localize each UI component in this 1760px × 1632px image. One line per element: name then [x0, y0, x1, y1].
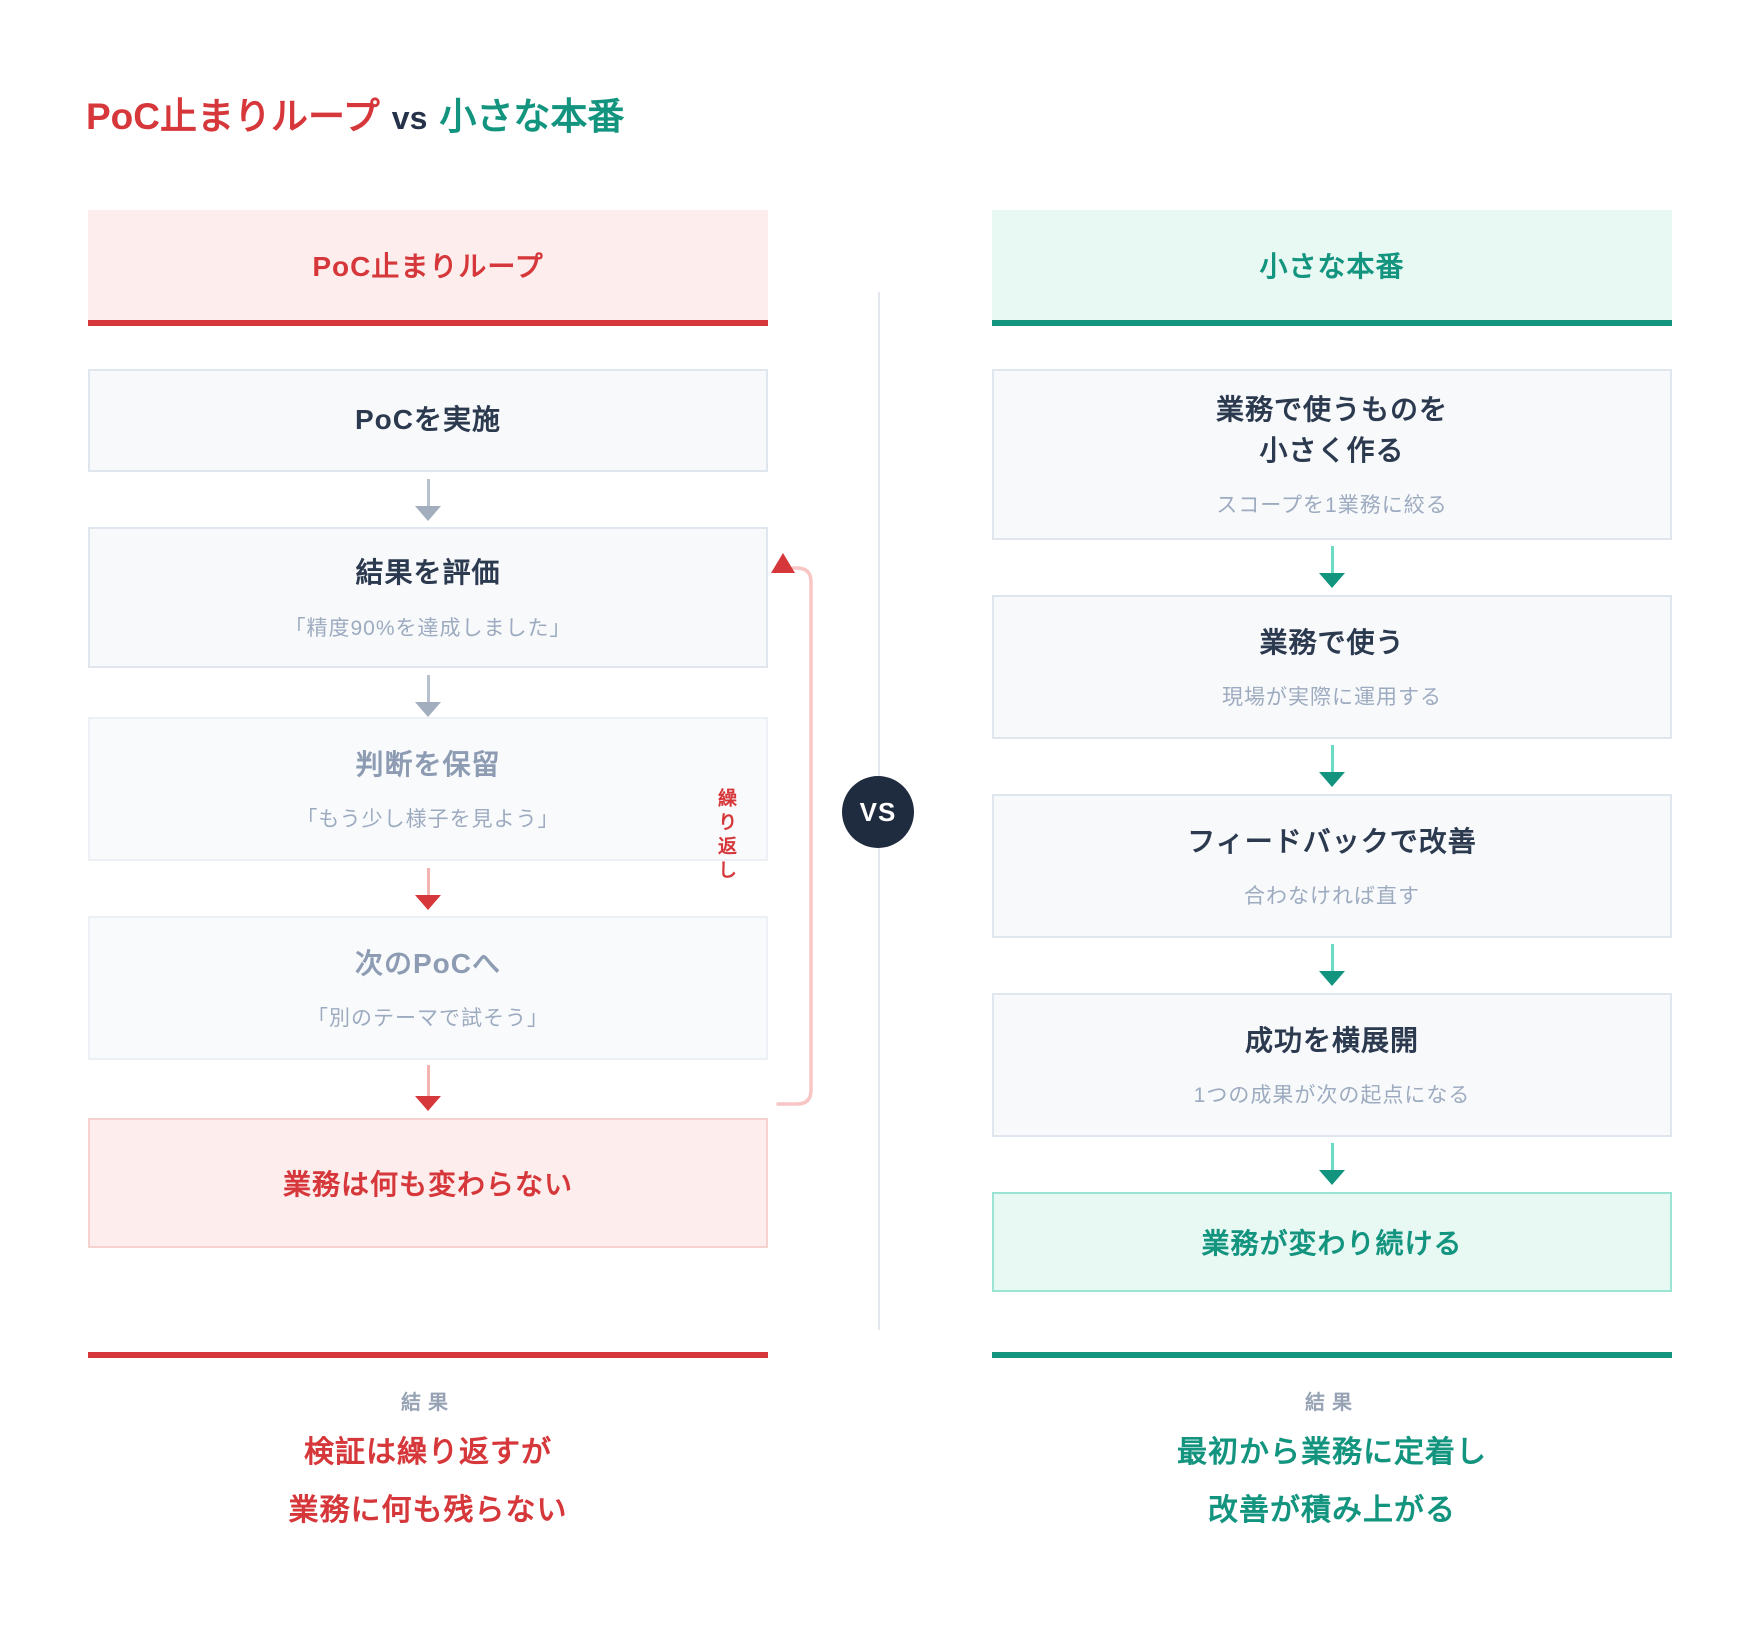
right-step-1-title-line1: 業務で使うものを [1215, 393, 1448, 425]
right-step-3-sub: 合わなければ直す [1244, 885, 1420, 909]
arrow-head [415, 702, 441, 717]
arrow-stem [426, 868, 430, 895]
left-step-3-sub: 「もう少し様子を見よう」 [296, 808, 560, 832]
down-arrow-icon [1317, 944, 1347, 986]
arrow-head [1319, 573, 1345, 588]
right-step-1: 業務で使うものを 小さく作る スコープを1業務に絞る [992, 369, 1672, 540]
arrow-head [415, 895, 441, 910]
right-column-header: 小さな本番 [992, 210, 1672, 326]
left-result-label: 結果 [401, 1392, 455, 1414]
arrow-stem [1330, 546, 1334, 573]
left-result-line-1: 検証は繰り返すが [304, 1436, 552, 1469]
left-step-3-title: 判断を保留 [355, 748, 501, 780]
left-step-2: 結果を評価 「精度90%を達成しました」 [88, 527, 768, 668]
loop-label: 繰り返し [715, 788, 736, 884]
down-arrow-icon [413, 479, 443, 521]
down-arrow-icon [413, 868, 443, 910]
right-step-1-title: 業務で使うものを 小さく作る [1216, 390, 1448, 471]
right-step-4-title: 成功を横展開 [1244, 1024, 1419, 1056]
right-step-1-sub: スコープを1業務に絞る [1216, 494, 1448, 518]
vs-badge: VS [842, 776, 914, 848]
left-result-text: 検証は繰り返すが 業務に何も残らない [88, 1424, 768, 1540]
left-column-header: PoC止まりループ [88, 210, 768, 326]
arrow-stem [1330, 1143, 1334, 1170]
down-arrow-icon [413, 675, 443, 717]
page-title-right: 小さな本番 [439, 96, 625, 137]
left-outcome-box: 業務は何も変わらない [88, 1118, 768, 1248]
arrow-head [1319, 971, 1345, 986]
down-arrow-icon [1317, 1143, 1347, 1185]
arrow-head [415, 506, 441, 521]
page-title-left: PoC止まりループ [86, 96, 380, 137]
right-result-line-1: 最初から業務に定着し [1177, 1436, 1487, 1469]
left-step-4-sub: 「別のテーマで試そう」 [307, 1007, 549, 1031]
right-step-3: フィードバックで改善 合わなければ直す [992, 794, 1672, 938]
left-step-1-title: PoCを実施 [354, 404, 501, 436]
down-arrow-icon [413, 1065, 443, 1111]
right-step-4-sub: 1つの成果が次の起点になる [1193, 1084, 1471, 1108]
arrow-stem [426, 675, 430, 702]
left-step-2-title: 結果を評価 [355, 557, 501, 589]
right-step-2: 業務で使う 現場が実際に運用する [992, 595, 1672, 739]
right-step-4: 成功を横展開 1つの成果が次の起点になる [992, 993, 1672, 1137]
right-step-2-title: 業務で使う [1259, 626, 1405, 658]
arrow-stem [426, 1065, 430, 1096]
right-step-3-title: フィードバックで改善 [1187, 825, 1477, 857]
right-result-divider [992, 1352, 1672, 1358]
right-result-label: 結果 [1305, 1392, 1359, 1414]
left-step-4: 次のPoCへ 「別のテーマで試そう」 [88, 916, 768, 1060]
down-arrow-icon [1317, 745, 1347, 787]
arrow-stem [426, 479, 430, 506]
right-result-text: 最初から業務に定着し 改善が積み上がる [992, 1424, 1672, 1540]
arrow-head [415, 1096, 441, 1111]
down-arrow-icon [1317, 546, 1347, 588]
left-step-1: PoCを実施 [88, 369, 768, 472]
left-step-2-sub: 「精度90%を達成しました」 [284, 616, 572, 640]
left-step-3: 判断を保留 「もう少し様子を見よう」 [88, 717, 768, 861]
right-outcome-box: 業務が変わり続ける [992, 1192, 1672, 1292]
right-result-line-2: 改善が積み上がる [1208, 1494, 1456, 1527]
loop-back-arrow [771, 553, 813, 1106]
page-title: PoC止まりループ vs 小さな本番 [86, 86, 624, 140]
arrow-head [1319, 1170, 1345, 1185]
arrow-stem [1330, 944, 1334, 971]
page-title-vs: vs [391, 100, 428, 136]
left-result-divider [88, 1352, 768, 1358]
arrow-head [1319, 772, 1345, 787]
right-step-1-title-line2: 小さく作る [1259, 434, 1405, 466]
arrow-stem [1330, 745, 1334, 772]
left-step-4-title: 次のPoCへ [354, 947, 501, 979]
right-step-2-sub: 現場が実際に運用する [1222, 686, 1442, 710]
left-result-line-2: 業務に何も残らない [288, 1494, 568, 1527]
